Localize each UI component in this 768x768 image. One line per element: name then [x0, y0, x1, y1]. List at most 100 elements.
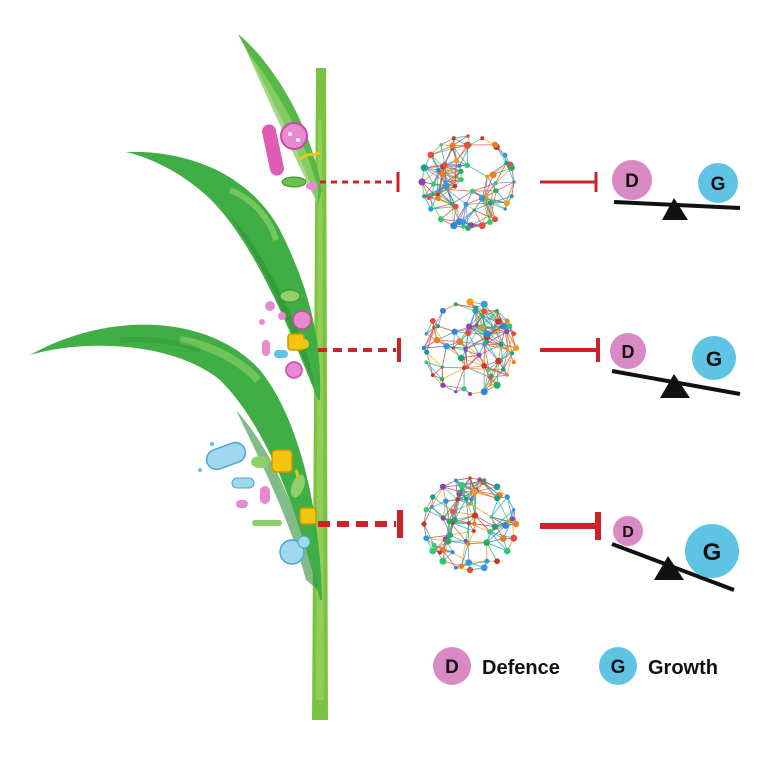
- legend-defence: D Defence: [433, 647, 560, 685]
- network-edge: [442, 486, 458, 500]
- network-edge: [495, 162, 507, 184]
- network-edge: [448, 540, 469, 545]
- network-node: [443, 342, 450, 350]
- network-edge: [467, 523, 470, 544]
- network-edge: [467, 366, 491, 378]
- network-node: [504, 329, 510, 335]
- network-edge: [486, 341, 509, 351]
- network-edge: [440, 206, 457, 220]
- network-edge: [490, 369, 504, 385]
- network-edge: [430, 206, 456, 210]
- network-edge: [484, 344, 490, 370]
- network-edge: [474, 523, 495, 528]
- network-node: [512, 180, 516, 184]
- network-node: [420, 164, 428, 172]
- network-edge: [483, 303, 499, 322]
- network-edge: [426, 534, 451, 539]
- network-node: [464, 162, 471, 169]
- network-edge: [451, 203, 455, 226]
- network-node: [439, 377, 445, 382]
- growth-badge-top: [698, 163, 738, 203]
- network-edge: [506, 496, 513, 520]
- network-edge: [465, 348, 485, 367]
- network-edge: [444, 164, 462, 180]
- network-edge: [432, 366, 443, 376]
- network-node: [465, 541, 471, 547]
- network-node: [489, 213, 493, 217]
- network-node: [480, 136, 485, 141]
- network-hairball-icon: [418, 134, 520, 574]
- network-node: [458, 481, 466, 489]
- network-edge: [459, 341, 485, 345]
- network-node: [439, 307, 447, 314]
- top-leaf: [238, 34, 322, 205]
- network-node: [474, 323, 479, 327]
- network-edge: [474, 202, 491, 211]
- network-node: [512, 508, 516, 512]
- network-edge: [423, 506, 433, 525]
- network-edge: [470, 214, 492, 226]
- network-node: [451, 346, 455, 350]
- network-node: [498, 341, 504, 347]
- network-node: [493, 188, 499, 194]
- network-node: [428, 206, 434, 212]
- network-node: [494, 495, 501, 502]
- network-node: [459, 563, 465, 569]
- network-node: [453, 157, 460, 164]
- network-node: [512, 344, 520, 352]
- network-edge: [482, 315, 484, 328]
- network-edge: [454, 498, 467, 521]
- network-edge: [428, 197, 452, 205]
- network-node: [481, 308, 488, 315]
- network-edge: [442, 499, 458, 519]
- network-edge: [474, 491, 498, 499]
- network-edge: [483, 327, 502, 345]
- network-bottom: [421, 476, 520, 574]
- network-node: [482, 342, 487, 347]
- network-node: [418, 178, 426, 186]
- network-node: [484, 558, 490, 564]
- network-node: [424, 360, 429, 365]
- network-edge: [454, 327, 480, 333]
- network-node: [431, 181, 437, 187]
- network-node: [453, 302, 458, 307]
- network-node: [440, 515, 446, 521]
- network-node: [510, 351, 515, 356]
- network-node: [487, 529, 493, 535]
- network-edge: [425, 361, 443, 380]
- network-node: [483, 539, 490, 546]
- network-node: [481, 325, 486, 330]
- network-edge: [496, 361, 499, 386]
- network-node: [447, 532, 454, 539]
- network-edge: [423, 327, 435, 349]
- network-edge: [482, 310, 498, 317]
- network-edge: [481, 198, 496, 220]
- network-node: [500, 323, 507, 330]
- network-edge: [431, 486, 444, 508]
- network-node: [493, 181, 498, 186]
- network-edge: [431, 506, 450, 522]
- network-top: [418, 134, 516, 231]
- network-node: [421, 345, 427, 351]
- network-node: [450, 508, 456, 515]
- network-node: [467, 391, 473, 397]
- network-edge: [483, 310, 498, 329]
- network-edge: [466, 202, 491, 205]
- network-edge: [445, 179, 462, 183]
- inhibition-arrow-icon: [318, 172, 403, 538]
- network-node: [423, 507, 429, 513]
- defence-letter-middle: D: [622, 342, 635, 362]
- network-edge: [507, 349, 515, 363]
- network-node: [487, 219, 493, 225]
- network-node: [506, 519, 511, 524]
- legend: D Defence G Growth: [433, 647, 718, 685]
- network-node: [502, 152, 508, 158]
- network-edge: [505, 181, 515, 203]
- network-edge: [455, 303, 476, 312]
- network-edge: [425, 362, 434, 376]
- network-node: [480, 314, 485, 318]
- network-node: [440, 365, 444, 369]
- network-edge: [493, 310, 498, 329]
- network-node: [455, 497, 460, 502]
- network-node: [437, 216, 445, 223]
